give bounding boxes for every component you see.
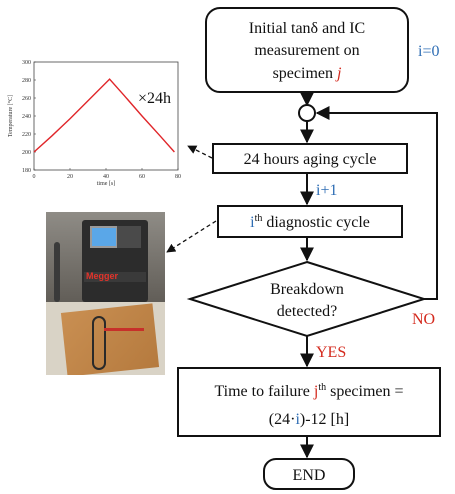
ttf-var-i: i [295,411,300,428]
diagnostic-box [217,205,403,238]
dashed-arrow-to-photo [166,220,217,253]
chart-ytick-label: 220 [22,132,31,138]
ttf-suffix: specimen = [326,383,403,400]
decision-line-2: detected? [277,303,337,320]
chart-xticks: 0 20 40 60 80 [33,168,181,180]
chart-xtick-label: 0 [33,174,36,180]
chart-ytick-label: 200 [22,150,31,156]
end-label: END [293,467,326,484]
start-line-3: specimen j [273,65,342,82]
chart-points [33,79,175,153]
aging-label: 24 hours aging cycle [244,151,377,168]
chart-ytick-label: 300 [22,60,31,66]
photo-board [60,303,160,375]
end-box [263,458,355,490]
diagnostic-var: i [250,214,255,231]
aging-box [212,143,408,174]
ttf-formula-b: )-12 [h] [300,411,349,428]
ttf-line-1: Time to failure jth specimen = [214,382,403,400]
no-label: NO [412,311,435,328]
ttf-var-j: j [313,383,318,400]
start-specimen-label: specimen [273,65,337,82]
arrow-no-loop [315,106,438,300]
photo-brand-strip [84,272,146,282]
diagnostic-suffix: diagnostic cycle [262,214,370,231]
instrument-photo: Megger [46,212,165,375]
temperature-chart: 180 200 220 240 260 280 300 0 20 40 60 80 time [s]… [7,60,181,187]
ttf-formula-a: (24· [269,411,296,428]
chart-xtick-label: 80 [175,174,181,180]
decision-diamond [186,260,428,338]
junction-circle [298,104,316,122]
chart-xtick-label: 20 [67,174,73,180]
photo-instrument-panel [117,226,141,248]
start-specimen-var: j [335,65,342,82]
chart-ytick-label: 260 [22,96,31,102]
chart-ytick-label: 240 [22,114,31,120]
ttf-line-2: (24·i)-12 [h] [269,411,349,428]
photo-cable [54,242,60,302]
ttf-box [177,367,441,437]
chart-ytick-label: 180 [22,168,31,174]
i-init-label: i=0 [418,43,439,60]
increment-label: i+1 [316,182,337,199]
ttf-sup: th [318,382,326,393]
dashed-arrow-to-chart [187,145,213,159]
chart-ytick-label: 280 [22,78,31,84]
photo-red-wire [104,328,144,331]
start-line-1: Initial tanδ and IC [249,20,365,37]
chart-xtick-label: 60 [139,174,145,180]
photo-brand-text: Megger [86,271,119,281]
photo-specimen [92,316,106,370]
chart-xtick-label: 40 [103,174,109,180]
ttf-prefix: Time to failure [214,383,313,400]
chart-yticks: 180 200 220 240 260 280 300 [22,60,36,174]
chart-ylabel: Temperature [°C] [7,95,14,137]
times24-label: ×24h [138,90,171,107]
yes-label: YES [316,344,346,361]
decision-line-1: Breakdown [270,281,344,298]
diagnostic-label: ith diagnostic cycle [250,213,370,231]
diagnostic-sup: th [255,213,263,224]
chart-frame [33,61,179,171]
start-line-2: measurement on [254,42,359,59]
photo-instrument-screen [90,226,118,248]
chart-xlabel: time [s] [97,181,116,187]
